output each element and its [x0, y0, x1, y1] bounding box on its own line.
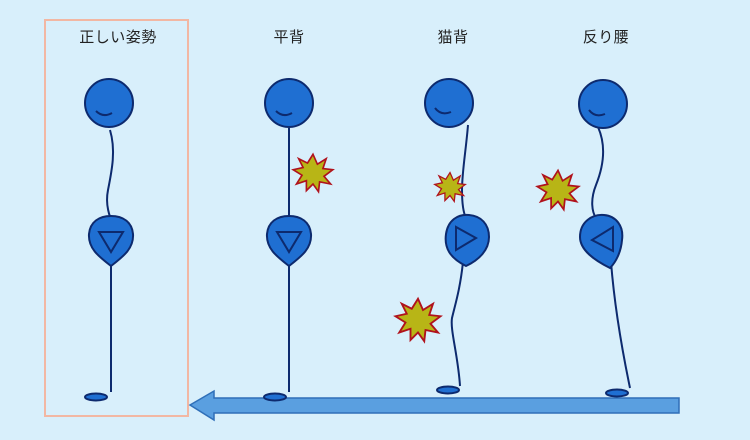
correct-posture-highlight-box [44, 19, 189, 417]
smile [275, 110, 293, 117]
arrow-left-icon [188, 389, 680, 422]
figure-sway-back [578, 79, 631, 398]
smile [434, 107, 452, 115]
triangle-down-icon [97, 231, 125, 254]
leg [450, 261, 464, 387]
pelvis [578, 213, 624, 270]
triangle-right-icon [455, 225, 479, 252]
foot [84, 392, 108, 402]
pain-burst-icon [536, 169, 580, 211]
pelvis [87, 214, 135, 268]
triangle-left-icon [589, 225, 614, 253]
foot [436, 385, 460, 395]
foot [605, 388, 629, 398]
label-sway-back: 反り腰 [582, 28, 630, 46]
head [264, 78, 314, 128]
smile [588, 109, 606, 117]
figure-flat-back [263, 78, 314, 402]
pain-burst-icon [434, 171, 466, 203]
spine [106, 129, 115, 221]
leg [610, 261, 631, 389]
label-flat-back: 平背 [273, 28, 305, 46]
head [578, 79, 628, 129]
smile [95, 110, 113, 117]
figure-cat-back [424, 78, 491, 395]
spine [460, 124, 469, 219]
figure-correct-posture [84, 78, 135, 402]
foot [263, 392, 287, 402]
label-cat-back: 猫背 [437, 28, 469, 46]
pelvis [444, 213, 491, 268]
spine [591, 126, 604, 219]
pelvis [265, 214, 313, 268]
pain-burst-icon [394, 297, 442, 343]
label-correct-posture: 正しい姿勢 [79, 28, 157, 46]
head [424, 78, 474, 128]
head [84, 78, 134, 128]
triangle-down-icon [275, 231, 303, 254]
pain-burst-icon [292, 153, 334, 193]
